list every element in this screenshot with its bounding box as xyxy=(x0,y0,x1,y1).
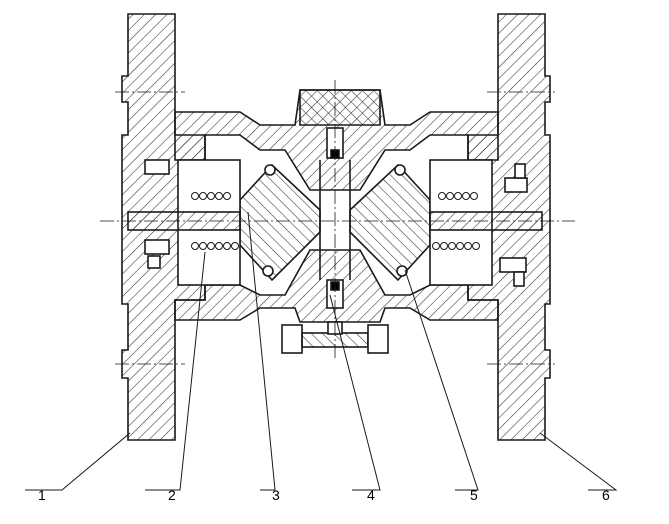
left-spring xyxy=(191,192,239,250)
right-bolt-mid xyxy=(499,257,527,273)
left-bolt-top xyxy=(144,159,170,175)
part-label-1: 1 xyxy=(38,487,46,503)
part-label-5: 5 xyxy=(470,487,478,503)
o-ring-left-bottom xyxy=(262,265,274,277)
left-bolt-mid xyxy=(144,239,170,255)
right-spring xyxy=(432,192,480,250)
part-label-2: 2 xyxy=(168,487,176,503)
part-label-6: 6 xyxy=(602,487,610,503)
top-boss xyxy=(299,89,381,126)
valve-body xyxy=(121,13,551,441)
right-bolt-top xyxy=(504,177,528,193)
part-label-3: 3 xyxy=(272,487,280,503)
leader-lines xyxy=(25,211,618,491)
o-ring-right-bottom xyxy=(396,265,408,277)
o-ring-left-top xyxy=(264,164,276,176)
part-label-4: 4 xyxy=(367,487,375,503)
o-ring-right-top xyxy=(394,164,406,176)
